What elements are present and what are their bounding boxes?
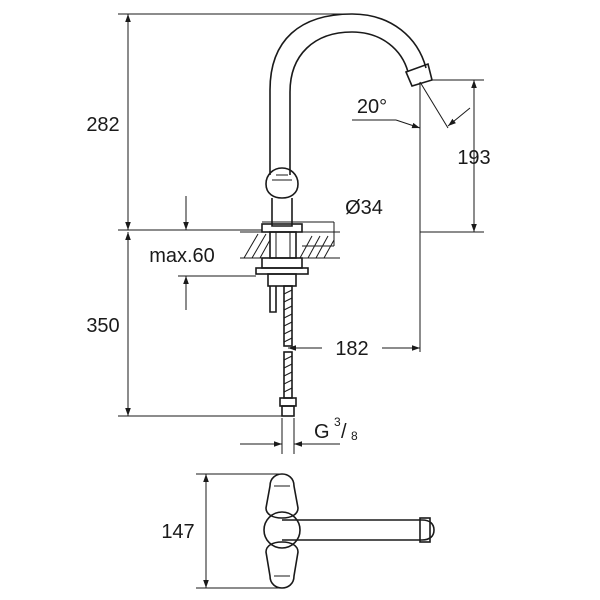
dim-193: 193 [457, 147, 490, 169]
dim-182: 182 [335, 338, 368, 360]
spout-outer [269, 13, 427, 175]
dim-147: 147 [161, 521, 194, 543]
faucet-plan-view: 147 [161, 473, 435, 589]
dim-282: 282 [86, 114, 119, 136]
plan-handle-bottom [265, 541, 299, 589]
supply-hoses [269, 285, 297, 417]
dimensions-side: 282 350 max.60 Ø34 193 20° 182 [86, 13, 491, 454]
countertop-section [240, 231, 340, 287]
faucet-body [271, 198, 293, 227]
dim-max-60: max.60 [149, 245, 215, 267]
dim-thread-g: G [314, 421, 330, 443]
dim-angle-20: 20° [357, 96, 387, 118]
dim-thread-den: 8 [351, 429, 358, 443]
spout-inner [289, 31, 409, 175]
handle-top [272, 174, 292, 181]
dim-thread-slash: / [341, 421, 347, 443]
plan-body [263, 511, 301, 549]
handle [265, 167, 299, 199]
plan-spout [282, 519, 435, 541]
dim-350: 350 [86, 315, 119, 337]
dim-diameter-34: Ø34 [345, 197, 383, 219]
plan-handle-top [265, 473, 299, 519]
spout-tip [404, 62, 433, 87]
dim-thread-num: 3 [334, 415, 341, 429]
